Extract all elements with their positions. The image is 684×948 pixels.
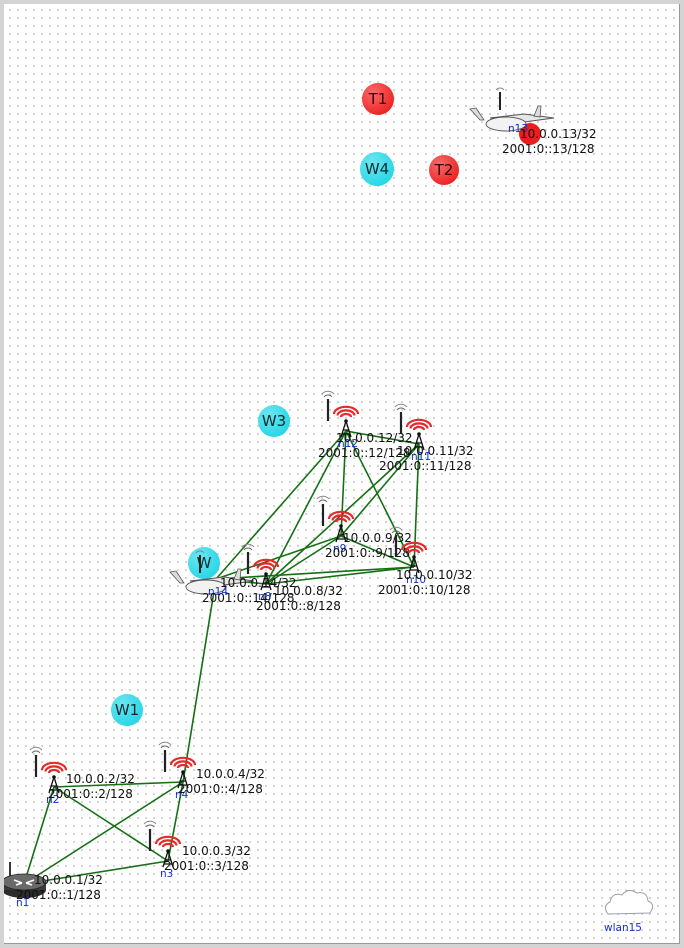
node-id-label: n9: [333, 543, 346, 555]
link-n1-n2[interactable]: [23, 786, 55, 885]
link-n8-n10[interactable]: [265, 566, 415, 585]
cloud-icon: [604, 889, 654, 915]
ipv4-address: 10.0.0.14/32: [220, 576, 297, 590]
marker-label: W3: [262, 412, 286, 430]
node-id-label: n13: [508, 123, 528, 135]
link-n1-n4[interactable]: [23, 781, 184, 885]
ipv4-address: 10.0.0.2/32: [66, 772, 135, 786]
marker-label: T1: [368, 90, 388, 108]
wireless-antenna-icon: [143, 820, 182, 868]
waypoint-shine: [360, 152, 394, 186]
ipv6-address: 2001:0::10/128: [378, 583, 471, 597]
wireless-antenna-icon: [389, 526, 428, 574]
ipv6-address: 2001:0::2/128: [48, 787, 133, 801]
link-n1-n3[interactable]: [23, 860, 169, 885]
marker-w[interactable]: W: [188, 547, 220, 579]
ipv6-address: 2001:0::12/128: [318, 446, 411, 460]
marker-w1[interactable]: W1: [111, 694, 143, 726]
ipv6-address: 2001:0::4/128: [178, 782, 263, 796]
wlan-cloud[interactable]: wlan15: [604, 889, 654, 934]
node-id-label: n3: [160, 868, 173, 880]
waypoint-shine: [111, 694, 143, 726]
wlan-label: wlan15: [604, 922, 642, 934]
node-id-label: n8: [258, 591, 271, 603]
wireless-antenna-icon: [158, 741, 197, 789]
marker-w3[interactable]: W3: [258, 405, 290, 437]
node-id-label: n14: [208, 586, 228, 598]
wireless-antenna-icon: [316, 495, 355, 543]
wireless-antenna-icon: [241, 543, 280, 591]
target-shine: [429, 155, 459, 185]
uav-icon: [169, 550, 255, 595]
marker-t1[interactable]: T1: [362, 83, 394, 115]
ipv4-address: 10.0.0.13/32: [520, 127, 597, 141]
node-id-label: n2: [46, 794, 59, 806]
ipv6-address: 2001:0::8/128: [256, 599, 341, 613]
link-n14-n10[interactable]: [215, 566, 415, 580]
link-n3-n4[interactable]: [167, 781, 184, 862]
link-n9-n11[interactable]: [340, 443, 420, 537]
marker-w4[interactable]: W4: [360, 152, 394, 186]
node-id-label: n12: [338, 438, 358, 450]
marker-label: W: [197, 554, 212, 572]
marker-t2[interactable]: T2: [429, 155, 459, 185]
ipv4-address: 10.0.0.1/32: [34, 873, 103, 887]
node-id-label: n11: [411, 451, 431, 463]
link-n9-n10[interactable]: [340, 535, 415, 568]
ipv4-address: 10.0.0.4/32: [196, 767, 265, 781]
node-id-label: n1: [16, 897, 29, 909]
ipv4-address: 10.0.0.9/32: [343, 531, 412, 545]
marker-label: W1: [115, 701, 139, 719]
ipv4-address: 10.0.0.3/32: [182, 844, 251, 858]
ipv6-address: 2001:0::14/128: [202, 591, 295, 605]
node-id-label: n4: [175, 789, 189, 801]
node-id-label: n10: [406, 574, 426, 586]
ipv4-address: 10.0.0.11/32: [397, 444, 474, 458]
marker-label: W4: [365, 160, 389, 178]
waypoint-shine: [188, 547, 220, 579]
uav-icon: [469, 87, 555, 145]
wireless-antenna-icon: [394, 403, 433, 451]
nodes-layer: n110.0.0.1/322001:0::1/128n210.0.0.2/322…: [4, 87, 597, 909]
target-highlight: [519, 123, 541, 145]
ipv4-address: 10.0.0.12/32: [336, 431, 413, 445]
ipv6-address: 2001:0::11/128: [379, 459, 472, 473]
wireless-antenna-icon: [29, 746, 68, 794]
links-layer: [23, 430, 420, 885]
ipv4-address: 10.0.0.8/32: [274, 584, 343, 598]
router-icon: [4, 862, 47, 898]
ipv6-address: 2001:0::9/128: [325, 546, 410, 560]
link-n14-n12[interactable]: [215, 430, 347, 580]
wireless-antenna-icon: [321, 390, 360, 438]
link-n8-n9[interactable]: [265, 535, 342, 585]
marker-label: T2: [434, 161, 454, 179]
ipv6-address: 2001:0::3/128: [164, 859, 249, 873]
link-n4-n14[interactable]: [182, 578, 217, 783]
ipv6-address: 2001:0::1/128: [16, 888, 101, 902]
waypoint-shine: [258, 405, 290, 437]
link-n8-n12[interactable]: [265, 430, 347, 585]
ipv6-address: 2001:0::13/128: [502, 142, 595, 156]
link-n10-n12[interactable]: [345, 430, 415, 568]
ipv4-address: 10.0.0.10/32: [396, 568, 473, 582]
link-n11-n12[interactable]: [345, 430, 420, 445]
target-shine: [362, 83, 394, 115]
link-n2-n4[interactable]: [53, 781, 184, 788]
